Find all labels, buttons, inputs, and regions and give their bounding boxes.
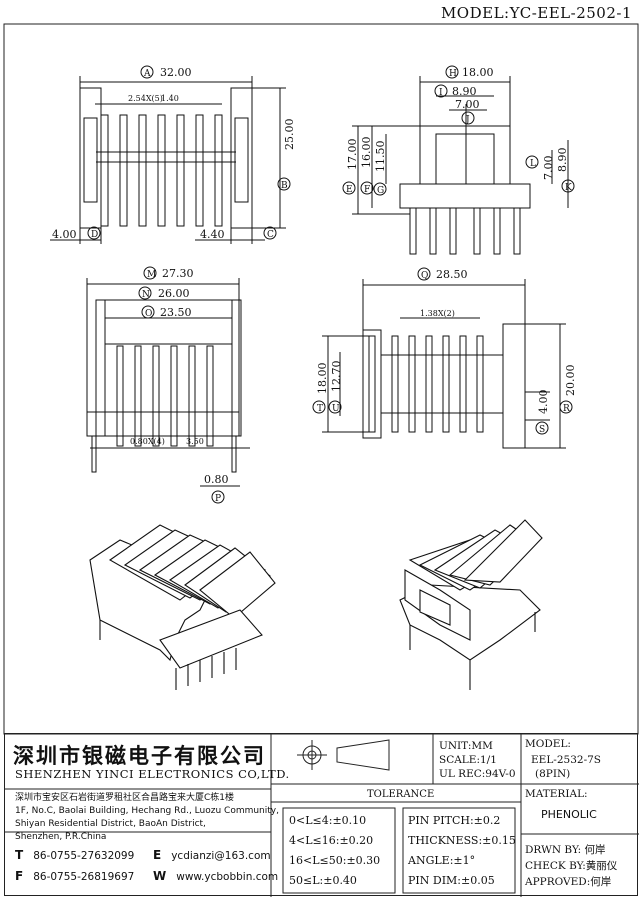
- pin-tolerance-3: ANGLE:±1°: [408, 854, 476, 867]
- dim-b: 25.00: [283, 119, 296, 151]
- model-pins: (8PIN): [535, 768, 571, 780]
- web-label: W: [153, 869, 167, 883]
- dim-d: 4.00: [52, 228, 77, 241]
- dim-l: 7.00: [542, 156, 555, 181]
- email-value: ycdianzi@163.com: [171, 850, 271, 862]
- svg-text:D: D: [91, 230, 98, 240]
- pin-tolerance-4: PIN DIM:±0.05: [408, 874, 495, 887]
- dim-o: 23.50: [160, 306, 192, 319]
- title-block: 深圳市银磁电子有限公司 SHENZHEN YINCI ELECTRONICS C…: [4, 733, 639, 897]
- svg-text:Q: Q: [421, 271, 428, 281]
- front-view: [50, 76, 286, 244]
- bottom-right-view: [322, 279, 566, 449]
- ul-rec: UL REC:94V-0: [439, 768, 516, 780]
- dim-t: 18.00: [316, 363, 329, 395]
- dim-k: 8.90: [556, 148, 569, 173]
- contact-fax: F 86-0755-26819697: [15, 869, 134, 883]
- material-label: MATERIAL:: [525, 788, 588, 800]
- dim-offset: 3.50: [186, 437, 204, 446]
- svg-text:I: I: [439, 88, 443, 98]
- dim-pitch2: 1.38X(2): [420, 309, 455, 318]
- dim-f: 16.00: [360, 137, 373, 169]
- svg-text:C: C: [267, 230, 274, 240]
- address-en-1: 1F, No.C, Baolai Building, Hechang Rd., …: [15, 806, 279, 816]
- address-en-2: Shiyan Residential District, BaoAn Distr…: [15, 819, 206, 829]
- approved-by: APPROVED:何岸: [525, 876, 612, 888]
- tel-label: T: [15, 848, 24, 862]
- svg-text:U: U: [332, 404, 340, 414]
- svg-text:B: B: [281, 181, 288, 191]
- pin-tolerance-1: PIN PITCH:±0.2: [408, 814, 501, 827]
- svg-text:E: E: [346, 185, 353, 195]
- company-name-en: SHENZHEN YINCI ELECTRONICS CO,LTD.: [15, 767, 290, 781]
- svg-text:A: A: [143, 69, 151, 79]
- iso-view-left: [89, 524, 276, 690]
- svg-text:J: J: [465, 115, 470, 125]
- dim-r: 20.00: [564, 365, 577, 397]
- tolerance-3: 16<L≤50:±0.30: [289, 854, 381, 867]
- side-view: [352, 76, 569, 255]
- svg-text:O: O: [145, 309, 152, 319]
- dim-s: 4.00: [537, 390, 550, 415]
- contact-tel: T 86-0755-27632099: [15, 848, 134, 862]
- dim-c: 4.40: [200, 228, 225, 241]
- svg-text:L: L: [530, 159, 536, 169]
- dim-n: 26.00: [158, 287, 190, 300]
- address-cn: 深圳市宝安区石岩街道罗租社区合昌路宝来大厦C栋1楼: [15, 793, 235, 803]
- dim-pinw2: 0.80X(4): [130, 437, 165, 446]
- iso-view-right: [399, 519, 543, 690]
- tel-value: 86-0755-27632099: [33, 850, 135, 862]
- material-value: PHENOLIC: [541, 808, 597, 821]
- model-value: EEL-2532-7S: [531, 754, 601, 766]
- company-name-cn: 深圳市银磁电子有限公司: [13, 744, 266, 768]
- dim-g: 11.50: [374, 141, 387, 173]
- dim-u: 12.70: [330, 361, 343, 393]
- dim-a: 32.00: [160, 66, 192, 79]
- tolerance-title: TOLERANCE: [367, 789, 435, 800]
- svg-text:R: R: [563, 404, 570, 414]
- drawing-model-title: MODEL:YC-EEL-2502-1: [440, 4, 632, 22]
- dim-pinw: 1.40: [161, 94, 179, 103]
- unit: UNIT:MM: [439, 740, 493, 752]
- web-value: www.ycbobbin.com: [176, 871, 279, 883]
- dim-j-val: 7.00: [455, 98, 480, 111]
- svg-text:G: G: [377, 186, 384, 196]
- fax-label: F: [15, 869, 24, 883]
- dim-m: 27.30: [162, 267, 194, 280]
- pin-tolerance-2: THICKNESS:±0.15: [408, 834, 516, 847]
- svg-text:S: S: [539, 425, 545, 435]
- svg-text:F: F: [364, 185, 370, 195]
- scale: SCALE:1/1: [439, 754, 497, 766]
- tolerance-2: 4<L≤16:±0.20: [289, 834, 374, 847]
- fax-value: 86-0755-26819697: [33, 871, 135, 883]
- dim-e: 17.00: [346, 139, 359, 171]
- svg-text:T: T: [317, 404, 323, 414]
- bottom-left-view: [86, 278, 250, 487]
- dim-pitch: 2.54X(5): [128, 94, 163, 103]
- email-label: E: [153, 848, 162, 862]
- tolerance-1: 0<L≤4:±0.10: [289, 814, 367, 827]
- svg-text:H: H: [449, 69, 457, 79]
- dim-h: 18.00: [462, 66, 494, 79]
- tolerance-4: 50≤L:±0.40: [289, 874, 357, 887]
- address-en-3: Shenzhen, P.R.China: [15, 832, 107, 842]
- drawn-by: DRWN BY: 何岸: [525, 844, 606, 856]
- svg-text:N: N: [142, 290, 150, 300]
- checked-by: CHECK BY:黄丽仪: [525, 860, 618, 872]
- dim-q: 28.50: [436, 268, 468, 281]
- svg-text:P: P: [215, 494, 221, 504]
- title-block-grid: [5, 734, 639, 897]
- model-label: MODEL:: [525, 738, 571, 750]
- dim-i: 8.90: [452, 85, 477, 98]
- svg-text:M: M: [147, 270, 156, 280]
- svg-text:K: K: [565, 183, 572, 193]
- dim-p: 0.80: [204, 473, 229, 486]
